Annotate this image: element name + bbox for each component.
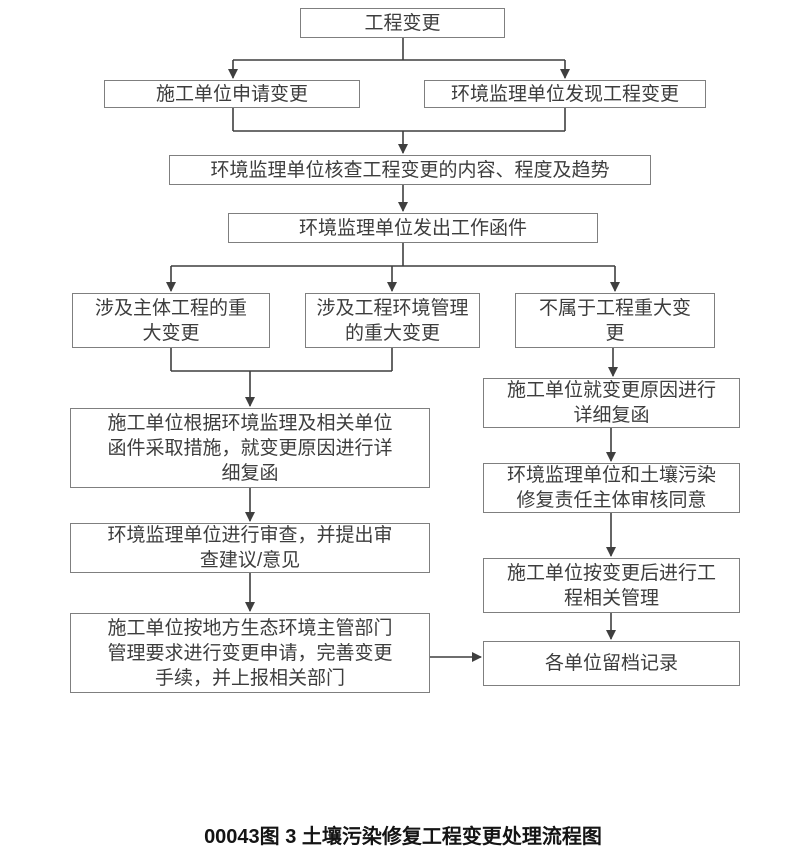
flow-node-not-major: 不属于工程重大变更 <box>515 293 715 348</box>
flow-node-supervisor-letter: 环境监理单位发出工作函件 <box>228 213 598 243</box>
flow-node-contractor-apply: 施工单位申请变更 <box>104 80 360 108</box>
flow-node-archive: 各单位留档记录 <box>483 641 740 686</box>
figure-caption: 00043图 3 土壤污染修复工程变更处理流程图 <box>204 826 602 848</box>
flow-node-contractor-local-apply: 施工单位按地方生态环境主管部门管理要求进行变更申请，完善变更手续，并上报相关部门 <box>70 613 430 693</box>
flow-node-supervisor-discover: 环境监理单位发现工程变更 <box>424 80 706 108</box>
flow-node-supervisor-review: 环境监理单位进行审查，并提出审查建议/意见 <box>70 523 430 573</box>
flow-node-contractor-reply: 施工单位就变更原因进行详细复函 <box>483 378 740 428</box>
flow-node-project-change: 工程变更 <box>300 8 505 38</box>
flow-node-major-main-project: 涉及主体工程的重大变更 <box>72 293 270 348</box>
flow-node-supervisor-verify: 环境监理单位核查工程变更的内容、程度及趋势 <box>169 155 651 185</box>
flow-node-post-change-mgmt: 施工单位按变更后进行工程相关管理 <box>483 558 740 613</box>
flow-node-joint-approve: 环境监理单位和土壤污染修复责任主体审核同意 <box>483 463 740 513</box>
flow-node-major-env-mgmt: 涉及工程环境管理的重大变更 <box>305 293 480 348</box>
flow-node-contractor-measures: 施工单位根据环境监理及相关单位函件采取措施，就变更原因进行详细复函 <box>70 408 430 488</box>
